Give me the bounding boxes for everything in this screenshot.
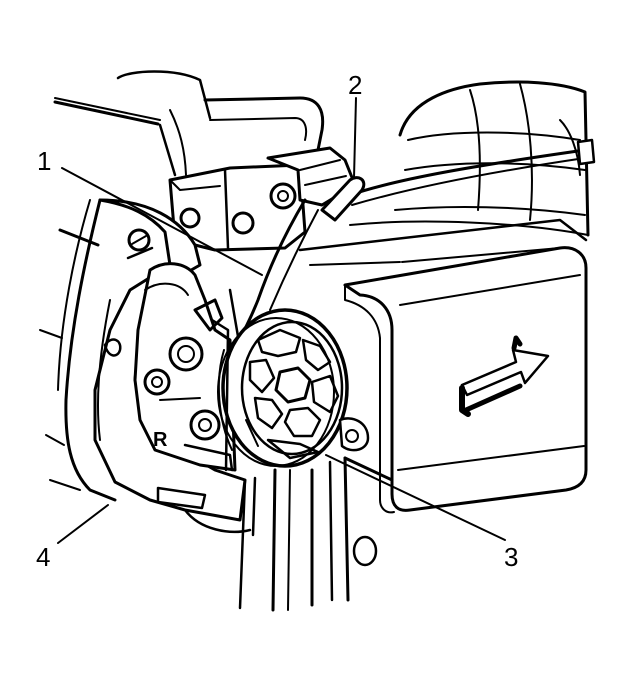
seat-frame-background	[53, 70, 590, 237]
release-cable	[234, 138, 596, 347]
latch-mechanism: R	[133, 262, 242, 472]
upper-bracket	[168, 146, 357, 252]
callout-3: 3	[504, 542, 518, 572]
seat-base-housing	[298, 218, 588, 514]
direction-arrow-icon	[459, 335, 550, 417]
latch-cover	[210, 308, 370, 472]
callout-4: 4	[36, 542, 50, 572]
side-trim-panel	[39, 198, 252, 534]
callout-2: 2	[348, 70, 362, 100]
latch-letter-label: R	[153, 429, 168, 451]
leader-lines	[57, 97, 506, 544]
vertical-post	[238, 456, 394, 612]
callout-1: 1	[37, 146, 51, 176]
